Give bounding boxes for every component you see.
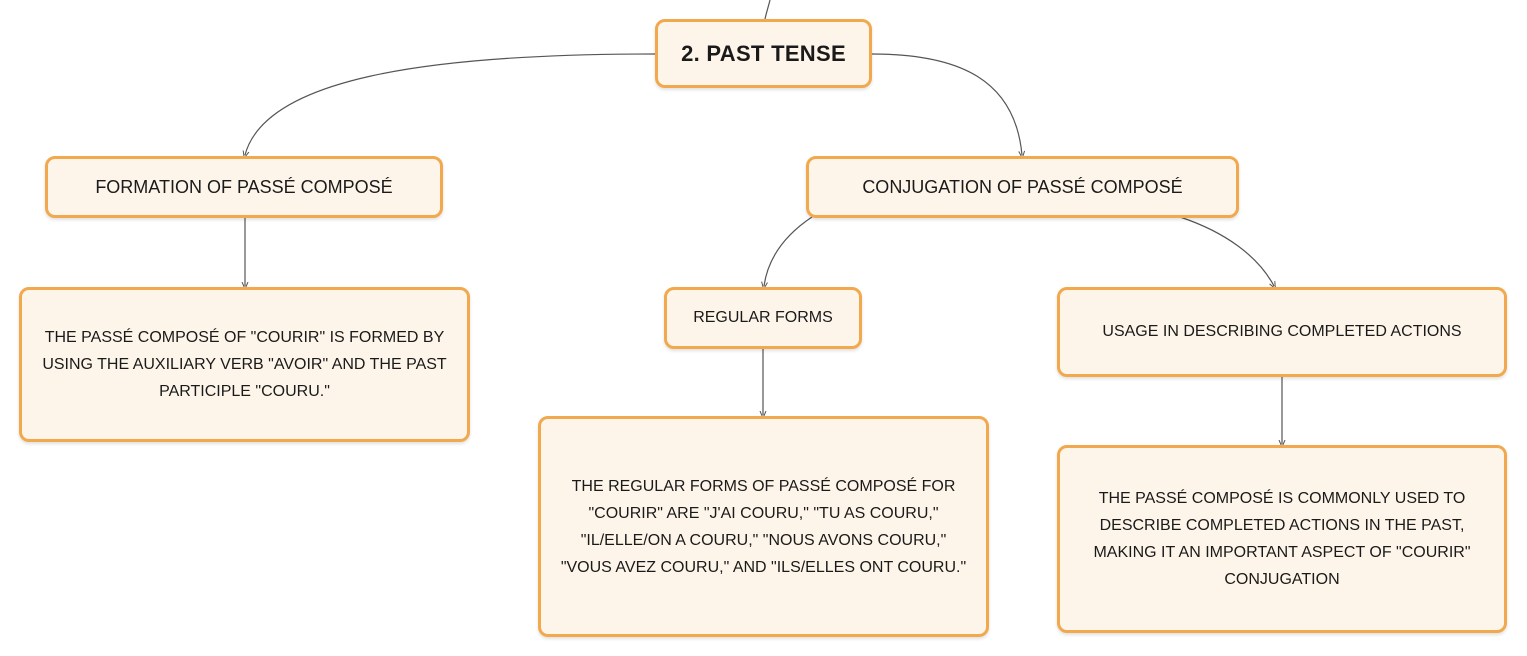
formation-node-label: FORMATION OF PASSÉ COMPOSÉ — [95, 176, 393, 197]
formation-detail-node[interactable]: THE PASSÉ COMPOSÉ OF "COURIR" IS FORMED … — [19, 287, 470, 442]
connector-parent-to-root — [764, 0, 771, 20]
connector-root-to-formation — [245, 53, 656, 155]
root-node-label: 2. PAST TENSE — [681, 40, 846, 66]
regular-forms-label: REGULAR FORMS — [693, 309, 833, 326]
root-node[interactable]: 2. PAST TENSE — [655, 19, 872, 88]
regular-forms-node[interactable]: REGULAR FORMS — [664, 287, 862, 349]
usage-node-label: USAGE IN DESCRIBING COMPLETED ACTIONS — [1102, 323, 1462, 340]
regular-forms-detail-node[interactable]: THE REGULAR FORMS OF PASSÉ COMPOSÉ FOR "… — [538, 416, 989, 637]
connector-root-to-conjugation — [871, 53, 1022, 155]
connector-conjugation-to-regular — [764, 216, 813, 286]
usage-detail-text: THE PASSÉ COMPOSÉ IS COMMONLY USED TO DE… — [1093, 490, 1471, 588]
connector-conjugation-to-usage — [1179, 216, 1274, 286]
regular-forms-detail-text: THE REGULAR FORMS OF PASSÉ COMPOSÉ FOR "… — [560, 477, 967, 576]
formation-detail-text: THE PASSÉ COMPOSÉ OF "COURIR" IS FORMED … — [42, 329, 447, 400]
usage-detail-node[interactable]: THE PASSÉ COMPOSÉ IS COMMONLY USED TO DE… — [1057, 445, 1507, 633]
usage-node[interactable]: USAGE IN DESCRIBING COMPLETED ACTIONS — [1057, 287, 1507, 377]
conjugation-node-label: CONJUGATION OF PASSÉ COMPOSÉ — [862, 176, 1183, 197]
conjugation-node[interactable]: CONJUGATION OF PASSÉ COMPOSÉ — [806, 156, 1239, 218]
formation-node[interactable]: FORMATION OF PASSÉ COMPOSÉ — [45, 156, 443, 218]
